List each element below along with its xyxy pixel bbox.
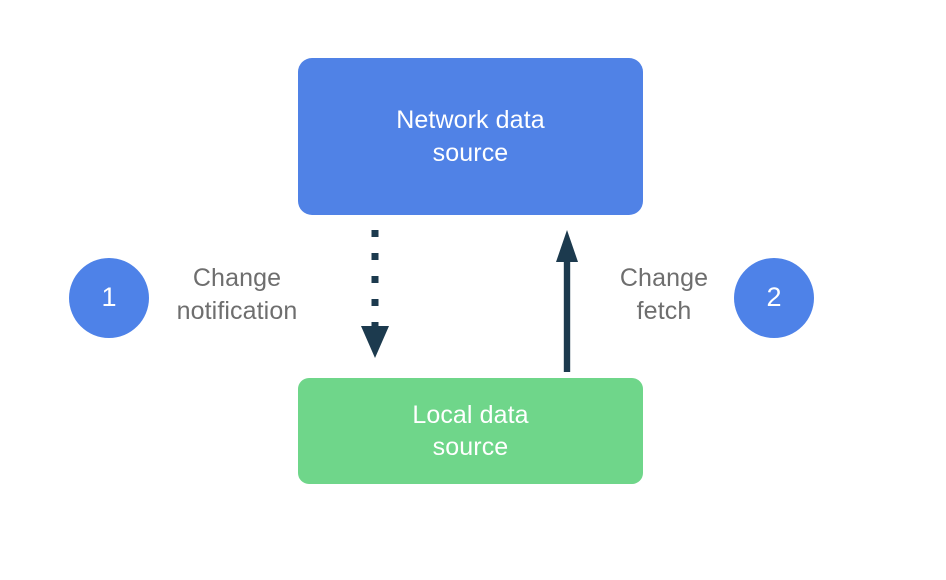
node-local-data-source-label: Local data source — [412, 400, 529, 462]
step-badge-2-number: 2 — [766, 281, 782, 312]
step-badge-1[interactable]: 1 — [69, 258, 149, 338]
change-notification-arrow-icon — [361, 230, 389, 358]
node-network-data-source-label: Network data source — [396, 106, 545, 167]
step-badge-1-number: 1 — [101, 281, 117, 312]
step-badge-2[interactable]: 2 — [734, 258, 814, 338]
node-network-data-source[interactable]: Network data source — [298, 58, 643, 215]
label-change-fetch: Change fetch — [619, 264, 709, 325]
label-change-notification: Change notification — [176, 264, 298, 325]
change-fetch-arrow-icon — [556, 230, 578, 372]
node-local-data-source[interactable]: Local data source — [298, 378, 643, 484]
